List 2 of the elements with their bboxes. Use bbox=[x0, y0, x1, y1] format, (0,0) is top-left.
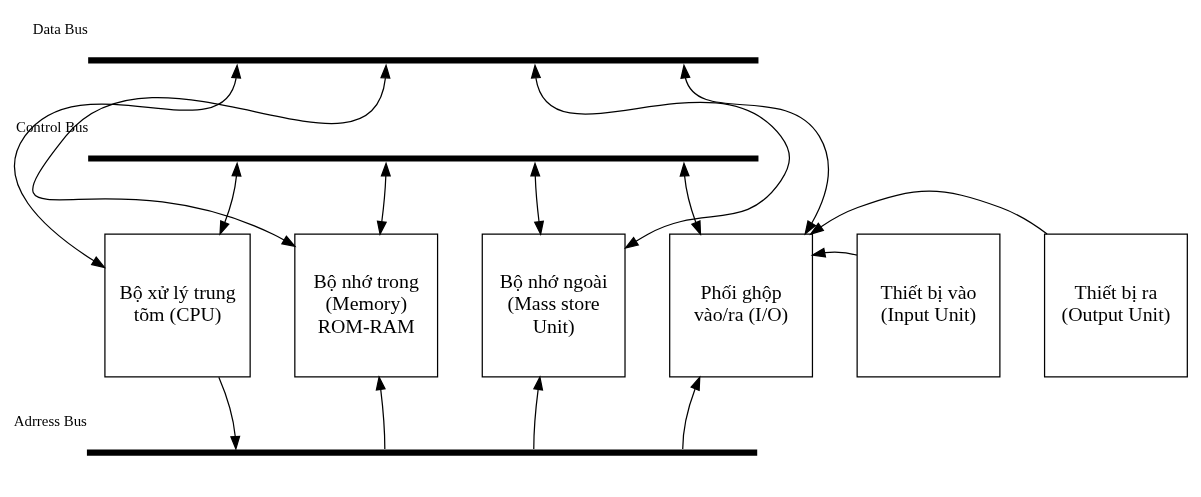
node-label: Data Bus bbox=[32, 20, 88, 37]
node-label: Adrress Bus bbox=[13, 413, 87, 430]
